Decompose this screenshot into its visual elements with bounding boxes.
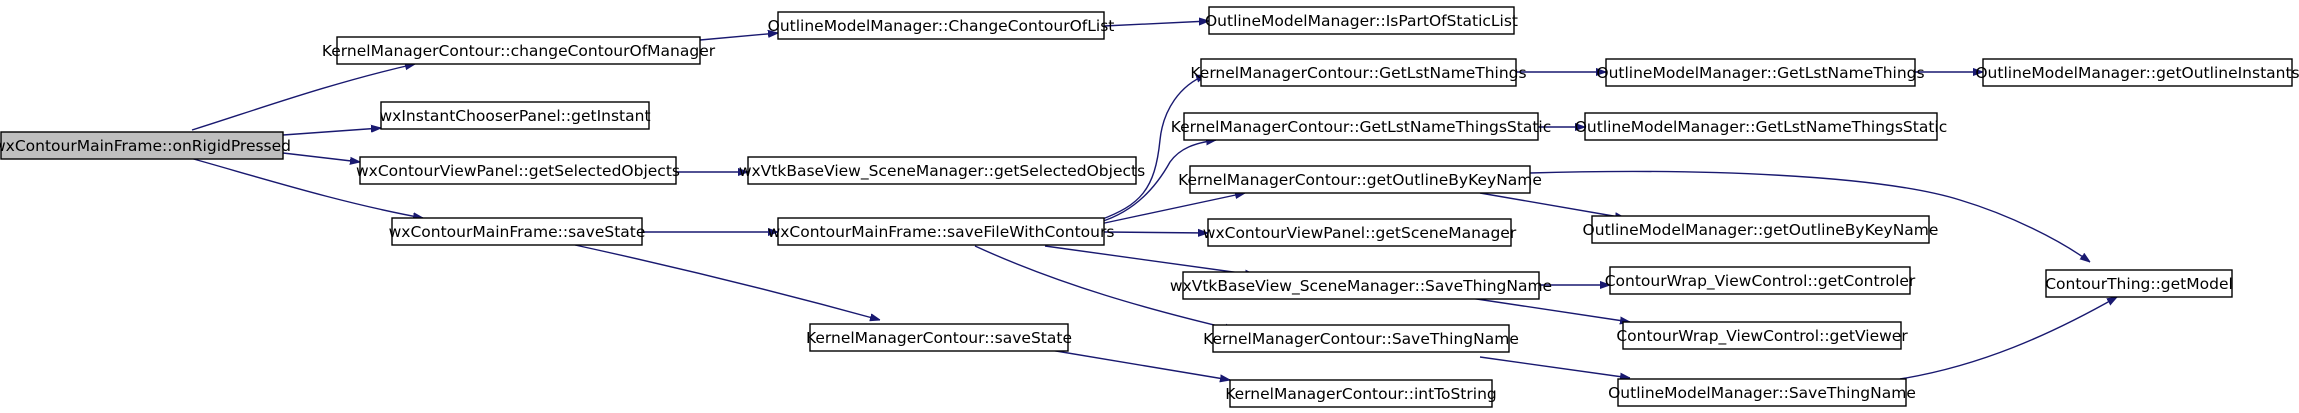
node-viewpanel-scene[interactable]: wxContourViewPanel::getSceneManager (1203, 218, 1517, 247)
edge-kmc-savestate-to-kmc-inttostr (1049, 349, 1230, 380)
svg-text:OutlineModelManager::IsPartOfS: OutlineModelManager::IsPartOfStaticList (1205, 12, 1518, 30)
svg-text:wxInstantChooserPanel::getInst: wxInstantChooserPanel::getInstant (379, 107, 650, 125)
svg-text:OutlineModelManager::GetLstNam: OutlineModelManager::GetLstNameThingsSta… (1575, 118, 1948, 136)
edge-mf-savefile-to-viewpanel-scene (1103, 232, 1208, 233)
svg-text:OutlineModelManager::SaveThing: OutlineModelManager::SaveThingName (1608, 384, 1916, 402)
node-omm-getlststatic[interactable]: OutlineModelManager::GetLstNameThingsSta… (1575, 112, 1948, 141)
node-cw-getviewer[interactable]: ContourWrap_ViewControl::getViewer (1616, 321, 1908, 350)
edge-omm-change-to-omm-ispart (1103, 21, 1209, 27)
edge-mf-savefile-to-kmc-savething (974, 245, 1235, 330)
edge-root-to-chooser (282, 128, 381, 136)
node-kmc-savestate[interactable]: KernelManagerContour::saveState (806, 323, 1072, 352)
svg-text:wxVtkBaseView_SceneManager::Sa: wxVtkBaseView_SceneManager::SaveThingNam… (1170, 277, 1552, 296)
svg-text:OutlineModelManager::getOutlin: OutlineModelManager::getOutlineInstants (1975, 64, 2299, 82)
node-mf-savestate[interactable]: wxContourMainFrame::saveState (389, 217, 646, 246)
edge-kmc-savething-to-omm-savething (1479, 356, 1630, 378)
svg-text:wxContourViewPanel::getSceneMa: wxContourViewPanel::getSceneManager (1203, 224, 1517, 242)
edge-kmc-change-to-omm-change (699, 33, 778, 41)
svg-text:wxContourMainFrame::onRigidPre: wxContourMainFrame::onRigidPressed (0, 137, 291, 155)
svg-text:wxContourMainFrame::saveFileWi: wxContourMainFrame::saveFileWithContours (768, 223, 1115, 241)
node-ct-getmodel[interactable]: ContourThing::getModel (2045, 269, 2233, 298)
node-omm-getlst[interactable]: OutlineModelManager::GetLstNameThings (1596, 58, 1925, 87)
node-kmc-getlststatic[interactable]: KernelManagerContour::GetLstNameThingsSt… (1171, 112, 1552, 141)
svg-text:wxContourMainFrame::saveState: wxContourMainFrame::saveState (389, 223, 646, 241)
svg-text:OutlineModelManager::getOutlin: OutlineModelManager::getOutlineByKeyName (1583, 221, 1939, 239)
node-vtk-savething[interactable]: wxVtkBaseView_SceneManager::SaveThingNam… (1170, 271, 1552, 300)
edge-root-to-mf-savestate (189, 157, 423, 218)
nodes: wxContourMainFrame::onRigidPressed Kerne… (0, 6, 2299, 408)
svg-text:OutlineModelManager::ChangeCon: OutlineModelManager::ChangeContourOfList (768, 17, 1115, 35)
svg-text:KernelManagerContour::GetLstNa: KernelManagerContour::GetLstNameThings (1190, 64, 1526, 82)
edge-kmc-getoutline-to-ct-getmodel (1529, 170, 2090, 262)
node-omm-getoutline[interactable]: OutlineModelManager::getOutlineByKeyName (1583, 215, 1939, 244)
edge-kmc-getoutline-to-omm-getoutline (1479, 192, 1625, 218)
svg-text:KernelManagerContour::intToStr: KernelManagerContour::intToString (1225, 385, 1496, 403)
node-kmc-inttostr[interactable]: KernelManagerContour::intToString (1225, 379, 1497, 408)
node-chooser[interactable]: wxInstantChooserPanel::getInstant (379, 101, 651, 130)
svg-text:KernelManagerContour::GetLstNa: KernelManagerContour::GetLstNameThingsSt… (1171, 118, 1552, 136)
edge-mf-savefile-to-kmc-getlststatic (1099, 140, 1216, 223)
node-omm-savething[interactable]: OutlineModelManager::SaveThingName (1608, 378, 1916, 407)
svg-text:ContourWrap_ViewControl::getVi: ContourWrap_ViewControl::getViewer (1616, 327, 1908, 346)
node-mf-savefile[interactable]: wxContourMainFrame::saveFileWithContours (768, 217, 1115, 246)
edges (189, 21, 2117, 380)
svg-text:KernelManagerContour::changeCo: KernelManagerContour::changeContourOfMan… (322, 42, 716, 60)
node-kmc-change[interactable]: KernelManagerContour::changeContourOfMan… (322, 36, 716, 65)
edge-mf-savefile-to-kmc-getlst (1099, 74, 1206, 221)
node-omm-change[interactable]: OutlineModelManager::ChangeContourOfList (768, 11, 1115, 40)
svg-text:ContourThing::getModel: ContourThing::getModel (2045, 275, 2233, 293)
node-kmc-savething[interactable]: KernelManagerContour::SaveThingName (1203, 324, 1519, 353)
node-vtk-sel[interactable]: wxVtkBaseView_SceneManager::getSelectedO… (739, 156, 1145, 185)
node-kmc-getoutline[interactable]: KernelManagerContour::getOutlineByKeyNam… (1178, 165, 1542, 194)
node-omm-ispart[interactable]: OutlineModelManager::IsPartOfStaticList (1205, 6, 1518, 35)
node-cw-getcontroler[interactable]: ContourWrap_ViewControl::getControler (1605, 266, 1916, 295)
node-kmc-getlst[interactable]: KernelManagerContour::GetLstNameThings (1190, 58, 1527, 87)
svg-text:OutlineModelManager::GetLstNam: OutlineModelManager::GetLstNameThings (1596, 64, 1924, 82)
edge-root-to-kmc-change (191, 64, 415, 131)
svg-text:ContourWrap_ViewControl::getCo: ContourWrap_ViewControl::getControler (1605, 272, 1916, 291)
svg-text:KernelManagerContour::getOutli: KernelManagerContour::getOutlineByKeyNam… (1178, 171, 1542, 189)
edge-mf-savestate-to-kmc-savestate (574, 244, 880, 320)
edge-vtk-savething-to-cw-getviewer (1469, 297, 1630, 322)
svg-text:wxContourViewPanel::getSelecte: wxContourViewPanel::getSelectedObjects (356, 162, 680, 180)
node-viewpanel-sel[interactable]: wxContourViewPanel::getSelectedObjects (356, 156, 680, 185)
svg-text:KernelManagerContour::saveStat: KernelManagerContour::saveState (806, 329, 1072, 347)
edge-mf-savefile-to-kmc-getoutline (1099, 193, 1245, 225)
edge-omm-savething-to-ct-getmodel (1899, 297, 2117, 380)
edge-mf-savefile-to-vtk-savething (1044, 245, 1255, 275)
node-omm-getinst[interactable]: OutlineModelManager::getOutlineInstants (1975, 58, 2299, 87)
svg-text:KernelManagerContour::SaveThin: KernelManagerContour::SaveThingName (1203, 330, 1519, 348)
edge-root-to-viewpanel-sel (282, 152, 360, 162)
node-root[interactable]: wxContourMainFrame::onRigidPressed (0, 131, 291, 160)
svg-text:wxVtkBaseView_SceneManager::ge: wxVtkBaseView_SceneManager::getSelectedO… (739, 162, 1145, 181)
